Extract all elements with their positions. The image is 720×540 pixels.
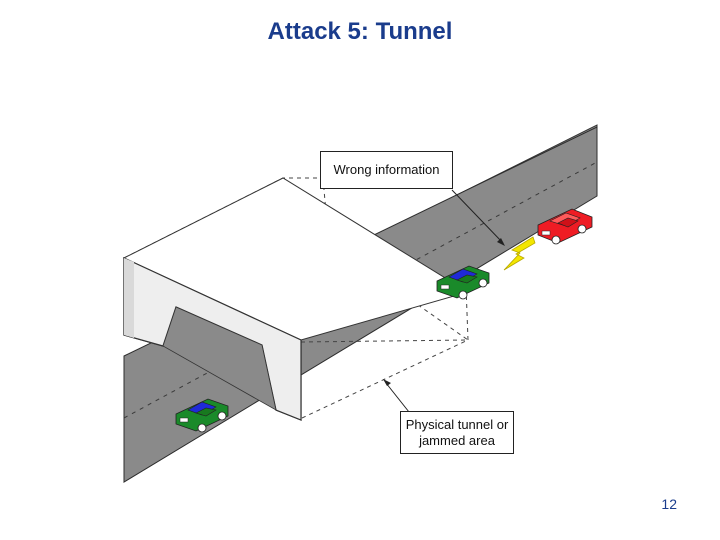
- car-icon: [436, 265, 490, 300]
- slide-title: Attack 5: Tunnel: [267, 18, 453, 45]
- arrowhead-wrong-information: [497, 238, 505, 246]
- car-icon: [537, 208, 593, 245]
- callout-physical-tunnel: Physical tunnel or jammed area: [400, 411, 514, 454]
- lightning-bolt-icon: [503, 236, 536, 271]
- callout-wrong-information-label: Wrong information: [333, 162, 440, 177]
- tunnel-portal-shade: [124, 258, 134, 338]
- callout-tunnel-line1: Physical tunnel or: [405, 417, 509, 432]
- car-icon: [175, 398, 229, 433]
- road-under-tunnel: [162, 306, 277, 411]
- page-number: 12: [661, 496, 677, 512]
- arrow-wrong-information: [451, 189, 504, 244]
- callout-wrong-information: Wrong information: [320, 151, 453, 189]
- arrow-tunnel: [385, 382, 410, 413]
- callout-tunnel-line2: jammed area: [419, 433, 495, 448]
- arrowhead-tunnel: [383, 379, 391, 386]
